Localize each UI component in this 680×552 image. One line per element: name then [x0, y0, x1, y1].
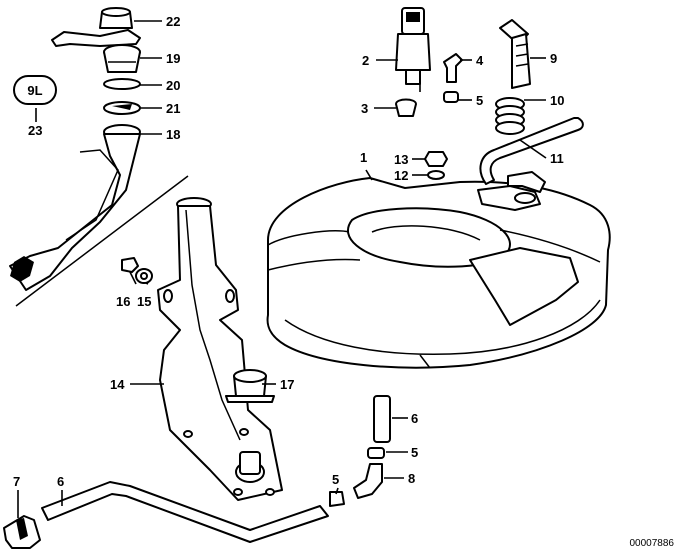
- elbow-connector: [353, 463, 383, 499]
- callout-9: 9: [550, 51, 557, 66]
- bellows-grommet: [495, 97, 525, 135]
- callout-1: 1: [360, 150, 367, 165]
- hose-clip-lower: [367, 447, 385, 459]
- hex-nut: [424, 151, 448, 167]
- long-hose: [41, 481, 329, 543]
- callout-2: 2: [362, 53, 369, 68]
- rubber-mount: [225, 369, 275, 403]
- callout-13: 13: [394, 152, 408, 167]
- hose-clip-bottom: [329, 491, 345, 507]
- fluid-reservoir: [266, 177, 611, 369]
- filler-pipe: [9, 124, 141, 291]
- part-badge: [13, 75, 57, 105]
- mounting-bracket: [157, 197, 283, 501]
- nut-16: [121, 257, 139, 273]
- filler-neck: [499, 19, 531, 89]
- cap-strap: [51, 29, 141, 47]
- callout-6-left: 6: [57, 474, 64, 489]
- diagram-reference: 00007886: [630, 538, 675, 549]
- callout-5-upper: 5: [476, 93, 483, 108]
- spray-nozzle: [3, 515, 41, 549]
- filler-adapter: [103, 44, 141, 73]
- callout-16: 16: [116, 294, 130, 309]
- callout-10: 10: [550, 93, 564, 108]
- callout-12: 12: [394, 168, 408, 183]
- hose-clip-upper: [443, 91, 459, 103]
- callout-11: 11: [550, 151, 564, 166]
- callout-8: 8: [408, 471, 415, 486]
- short-hose: [373, 395, 391, 443]
- callout-17: 17: [280, 377, 294, 392]
- hose-connector: [507, 171, 546, 193]
- callout-7: 7: [13, 474, 20, 489]
- washer-pump: [395, 7, 431, 92]
- filler-cap: [99, 7, 133, 29]
- callout-23: 23: [28, 123, 42, 138]
- washer: [427, 170, 445, 180]
- vent-hose: [479, 117, 584, 185]
- callout-5-lower: 5: [411, 445, 418, 460]
- callout-15: 15: [137, 294, 151, 309]
- callout-4: 4: [476, 53, 484, 68]
- part-badge-label: 9L: [27, 83, 42, 98]
- lock-ring: [103, 101, 141, 115]
- callout-3: 3: [361, 101, 368, 116]
- bushing-15: [135, 268, 153, 284]
- sealing-ring: [103, 78, 141, 90]
- callout-19: 19: [166, 51, 180, 66]
- bracket-stud: [239, 451, 261, 475]
- callout-21: 21: [166, 101, 180, 116]
- callout-5-bottom: 5: [332, 472, 339, 487]
- leader-lines: [17, 20, 547, 518]
- callout-6-right: 6: [411, 411, 418, 426]
- pump-grommet: [395, 98, 417, 117]
- callout-20: 20: [166, 78, 180, 93]
- callout-18: 18: [166, 127, 180, 142]
- callout-22: 22: [166, 14, 180, 29]
- divider-line: [15, 175, 189, 307]
- elbow-fitting: [443, 53, 463, 83]
- callout-14: 14: [110, 377, 125, 392]
